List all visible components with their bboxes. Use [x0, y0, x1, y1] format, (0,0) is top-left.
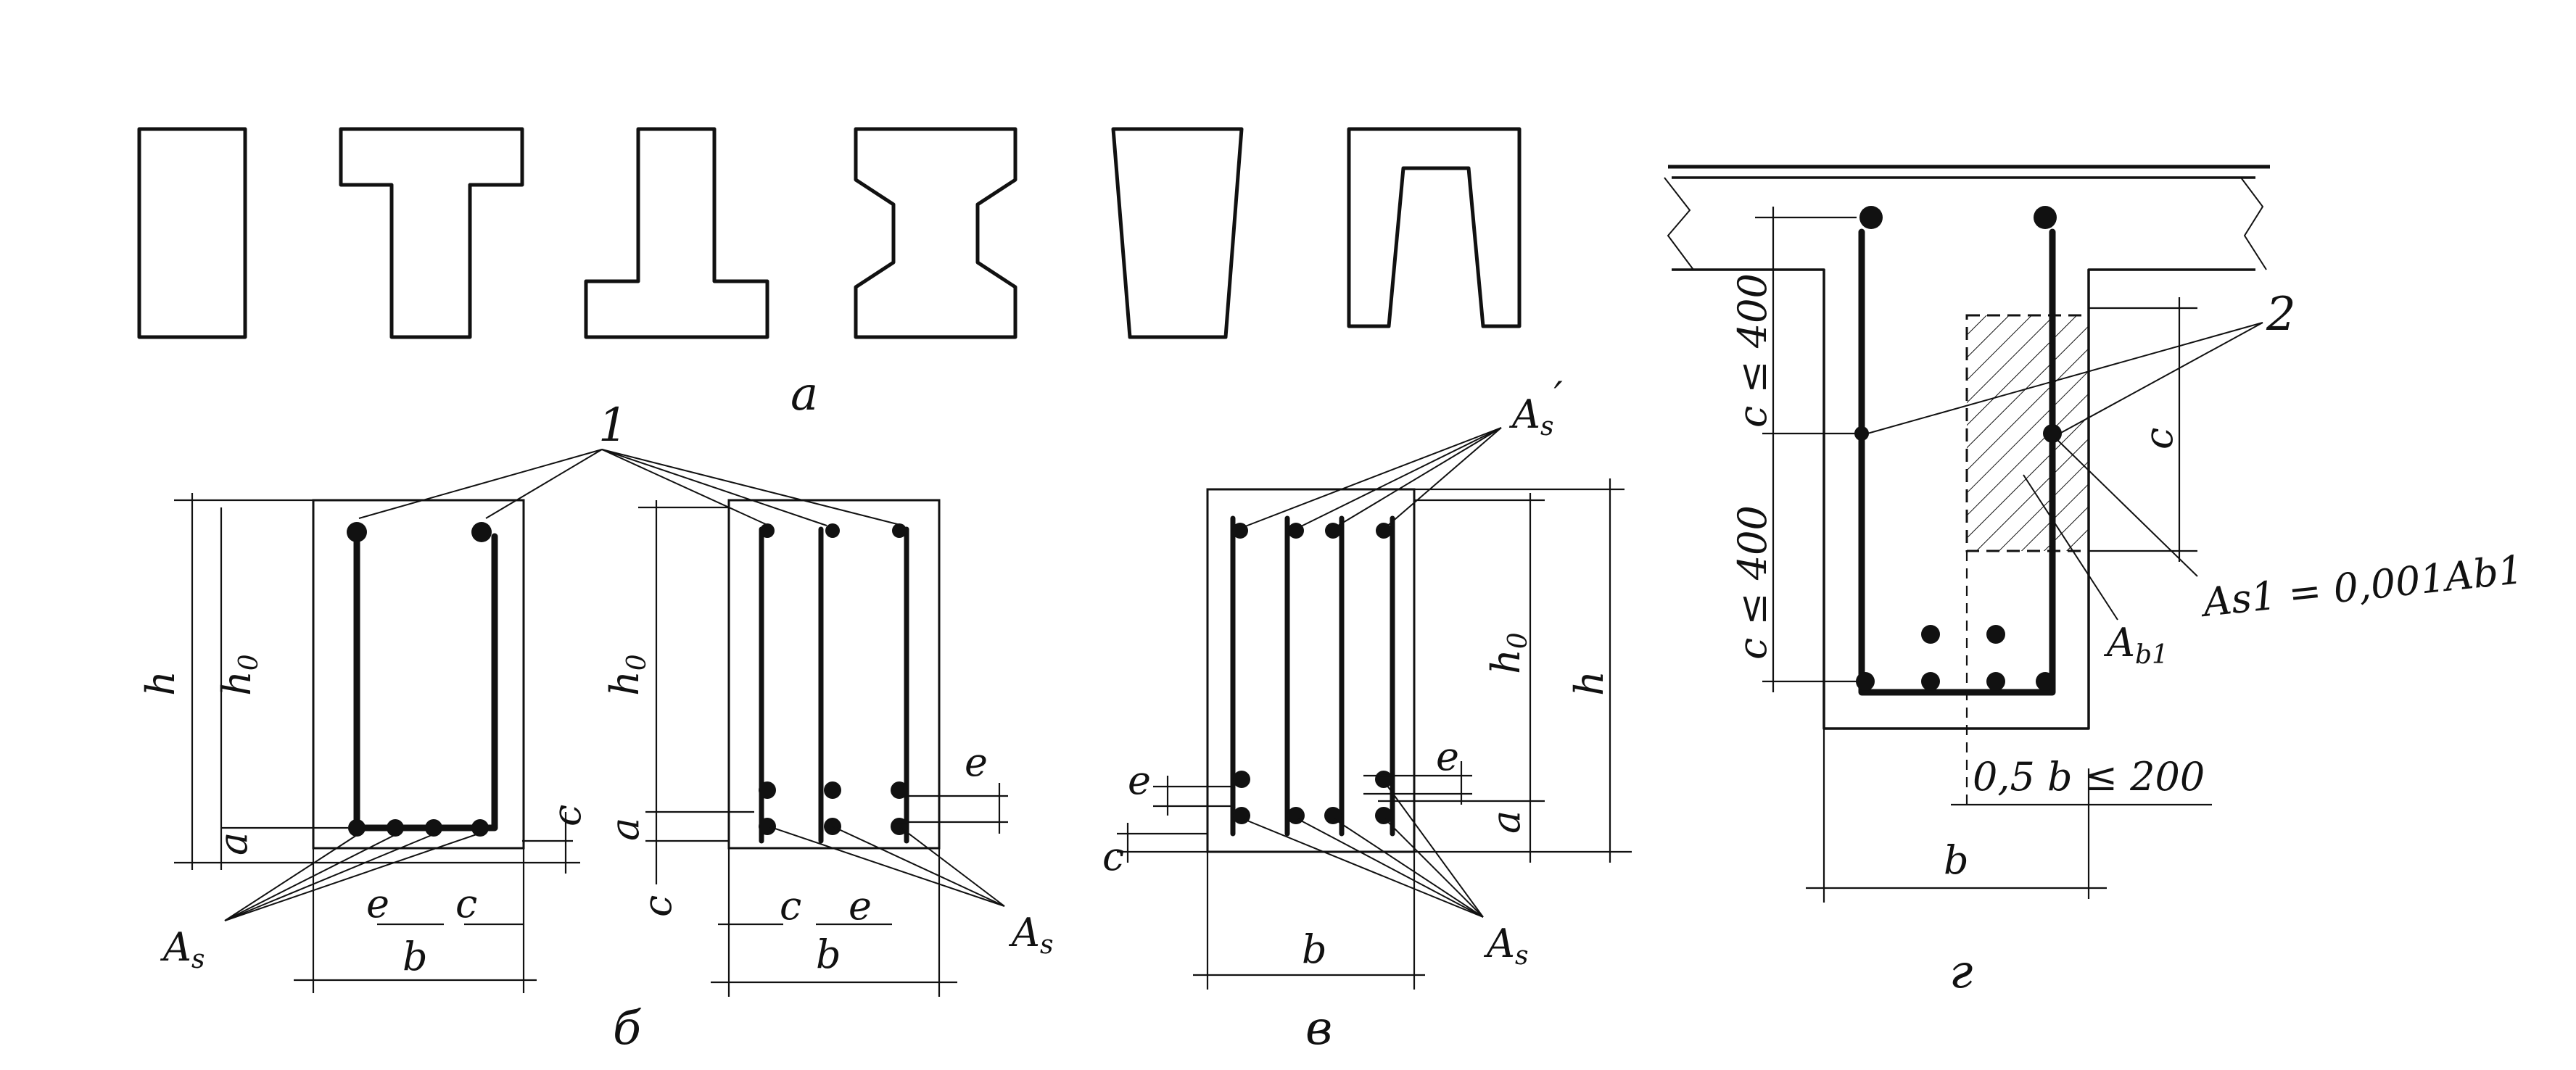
top-hook-bar — [347, 522, 367, 542]
top-hook-bar — [2034, 206, 2057, 229]
label-h0: h0 — [1483, 632, 1533, 674]
leaders-b — [224, 449, 1005, 921]
shape-u-section — [1347, 127, 1522, 328]
side-bar — [1854, 426, 1869, 441]
label-e: e — [1436, 734, 1459, 779]
panel-g-tbeam: 2 c ≤ 400 c ≤ 400 c As1 = 0,001Ab1 Ab1 0… — [1664, 165, 2525, 999]
tension-bar — [1233, 807, 1250, 824]
tension-bar — [425, 819, 442, 837]
top-hook-bar — [471, 522, 492, 542]
label-half-b: 0,5 b ≤ 200 — [1973, 754, 2205, 800]
label-h: h — [1566, 671, 1612, 696]
tension-bar — [1856, 672, 1875, 691]
label-As1-formula: As1 = 0,001Ab1 — [2197, 547, 2525, 626]
label-c: c — [780, 883, 801, 929]
top-bar — [892, 523, 907, 538]
label-a: a — [210, 832, 256, 855]
label-As: As — [160, 924, 205, 974]
label-c-le-400: c ≤ 400 — [1730, 273, 1775, 428]
label-b: b — [402, 934, 428, 979]
leaders-v — [1241, 427, 1502, 918]
label-c: c — [1102, 834, 1124, 879]
label-b: b — [1302, 926, 1327, 972]
label-c: c — [2136, 428, 2181, 449]
label-h0: h0 — [214, 654, 264, 696]
tension-bar — [891, 781, 908, 799]
label-e: e — [366, 881, 389, 926]
tension-bar — [1921, 625, 1940, 644]
tension-bar — [387, 819, 404, 837]
shape-trapezoid — [1111, 127, 1244, 339]
tension-bar — [2036, 672, 2055, 691]
label-e: e — [849, 883, 872, 929]
panel-a-shapes: а — [137, 127, 1522, 421]
panel-b-sections: 1 h h0 a c e c b As h0 a c c e e b As б — [138, 399, 1053, 1056]
label-e: e — [1128, 758, 1151, 803]
label-Ab1: Ab1 — [2103, 620, 2168, 670]
panel-label-g: г — [1949, 945, 1973, 999]
leaders-g — [1867, 322, 2263, 621]
shape-t-section — [339, 127, 524, 339]
tension-bar — [1375, 807, 1392, 824]
break-line-left — [1664, 177, 1694, 270]
dimensions-b — [174, 493, 1008, 997]
label-c: c — [544, 805, 590, 826]
tension-bar — [1921, 672, 1940, 691]
tension-bar — [1233, 771, 1250, 788]
dimensions-v — [1117, 478, 1632, 990]
label-a: a — [602, 818, 648, 841]
tension-bar — [1375, 771, 1392, 788]
compression-bar — [1376, 523, 1392, 539]
callout-2: 2 — [2266, 288, 2296, 341]
panel-label-v: в — [1305, 1002, 1332, 1056]
section-v-outline — [1206, 488, 1416, 853]
tension-bar — [1986, 625, 2005, 644]
compression-bar — [1232, 523, 1248, 539]
stirrup-left — [353, 533, 498, 831]
label-As: As — [1008, 910, 1053, 960]
tension-bar — [1986, 672, 2005, 691]
panel-v-section: As′ h0 h a e e c b As в — [1102, 373, 1632, 1056]
tension-bar — [759, 818, 776, 835]
tension-bar — [824, 781, 841, 799]
label-c: c — [635, 895, 680, 917]
callout-1: 1 — [598, 399, 628, 452]
label-a: a — [1483, 810, 1529, 834]
compression-bar — [1288, 523, 1304, 539]
label-As-prime: As′ — [1508, 373, 1563, 441]
tension-bar — [1324, 807, 1342, 824]
label-As: As — [1483, 921, 1528, 971]
shape-i-section — [854, 127, 1017, 339]
top-bar — [760, 523, 775, 538]
dimensions-g — [1755, 207, 2212, 903]
label-c-le-400: c ≤ 400 — [1730, 505, 1775, 660]
tension-bar — [759, 781, 776, 799]
slab-and-rib-outline — [1672, 176, 2255, 730]
label-c: c — [455, 881, 477, 926]
tension-bar — [471, 819, 489, 837]
label-e: e — [965, 739, 988, 785]
shape-inverted-t-section — [584, 127, 769, 339]
panel-label-b: б — [613, 1002, 642, 1056]
label-h: h — [138, 671, 183, 696]
top-hook-bar — [1859, 206, 1883, 229]
label-h0: h0 — [602, 654, 652, 696]
shape-rectangle — [137, 127, 247, 339]
top-bar — [825, 523, 840, 538]
section-b-left-outline — [312, 499, 525, 850]
tension-bar — [348, 819, 366, 837]
break-line-right — [2240, 177, 2267, 270]
hatched-area-Ab1 — [1965, 314, 2090, 552]
panel-label-a: а — [790, 368, 818, 421]
label-b: b — [816, 932, 841, 977]
label-b: b — [1944, 837, 1969, 883]
